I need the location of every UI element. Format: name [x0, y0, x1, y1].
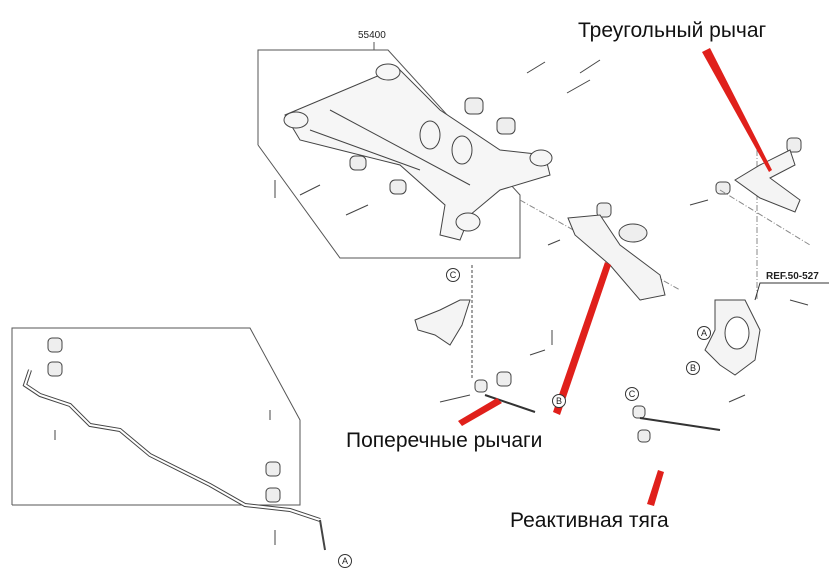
bushings	[47, 97, 802, 503]
pointer-upper-arm	[702, 48, 772, 172]
crossmember	[283, 63, 553, 241]
callout-a: A	[338, 554, 352, 568]
part-number-knuckle-ref: REF.50-527	[766, 271, 819, 282]
annotation-upper-arm: Треугольный рычаг	[578, 19, 767, 42]
callout-c: C	[446, 268, 460, 282]
part-number-crossmember: 55400	[358, 30, 386, 41]
bolts	[54, 59, 809, 545]
crossmember-group-outline	[257, 49, 521, 259]
annotation-lateral-arms: Поперечные рычаги	[346, 429, 543, 452]
pointer-lower-arm	[553, 262, 611, 415]
annotation-pointers	[458, 48, 772, 506]
pointer-lateral-link	[458, 398, 502, 426]
lower-control-arm	[567, 214, 666, 301]
annotation-trailing-link: Реактивная тяга	[510, 509, 669, 532]
callout-a: A	[697, 326, 711, 340]
upper-control-arm	[734, 149, 801, 213]
lateral-link	[484, 394, 536, 413]
callout-c: C	[625, 387, 639, 401]
trailing-link	[639, 417, 721, 431]
callout-b: B	[552, 394, 566, 408]
callout-b: B	[686, 361, 700, 375]
bracket	[414, 299, 471, 346]
pointer-trailing-link	[647, 470, 664, 506]
stabilizer-group-outline	[11, 327, 301, 506]
